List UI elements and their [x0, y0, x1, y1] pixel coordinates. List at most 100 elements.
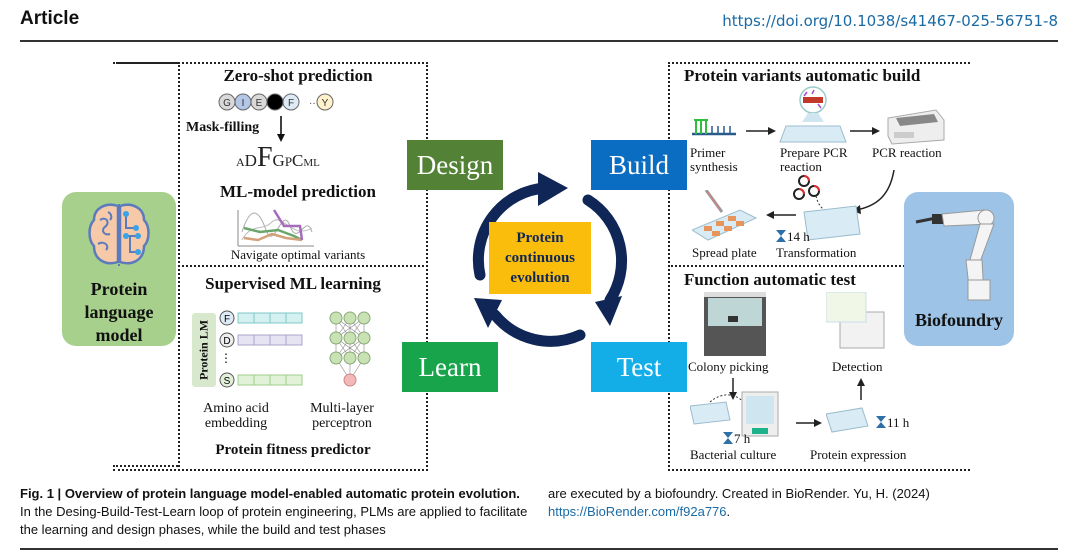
neuron [329, 311, 343, 325]
doi-link[interactable]: https://doi.org/10.1038/s41467-025-56751… [722, 12, 1058, 30]
section-title: Article [20, 8, 80, 29]
plasmid-icon [793, 175, 820, 200]
up-arrow-icon [857, 378, 865, 400]
token-label: F [224, 314, 230, 325]
logo-letter: L [313, 157, 320, 169]
caption-fig-label: Fig. 1 | [20, 486, 65, 501]
protein-lm-block: Protein LM [192, 313, 216, 387]
left-frame-bottom-ext [113, 465, 178, 467]
plm-label-line1: Protein [90, 279, 148, 299]
embedding-cell [269, 334, 287, 346]
embedding-cell [269, 312, 287, 324]
embedding-cell [253, 312, 271, 324]
embedding-cell [285, 312, 303, 324]
plm-label: Protein language model [62, 278, 176, 347]
prepare-pcr-label-line1: Prepare PCR [780, 145, 848, 160]
prepare-pcr-label-line2: reaction [780, 158, 822, 174]
mlp-icon [329, 311, 371, 387]
amino-acid-token [316, 93, 334, 111]
build-test-divider [668, 265, 968, 267]
arrow-icon [766, 211, 796, 219]
figure-1: Protein language model Zero-shot predict… [62, 62, 1014, 471]
amino-acid-token-label: F [288, 98, 294, 109]
neuron [329, 351, 343, 365]
token-label: D [223, 336, 230, 347]
center-line1: Protein [516, 230, 564, 246]
caption-end: . [726, 504, 731, 519]
embedding-cell [285, 334, 303, 346]
figure-caption-col2: are executed by a biofoundry. Created in… [548, 485, 1028, 521]
test-panel-title: Function automatic test [684, 270, 856, 289]
token-circle [219, 310, 235, 326]
pcr-plate-icon [779, 86, 847, 143]
embedding-label: Amino acid embedding [196, 401, 276, 431]
caption-body-part1: In the Desing-Build-Test-Learn loop of p… [20, 504, 528, 537]
hourglass-icon [723, 432, 733, 444]
neuron [343, 351, 357, 365]
build-step: Build [591, 140, 687, 190]
amino-acid-token-label: E [256, 98, 263, 109]
brain-icon [88, 203, 150, 266]
center-line3: evolution [510, 270, 570, 286]
primer-label: Primer synthesis [690, 146, 738, 173]
neuron [329, 331, 343, 345]
left-frame-top-ext [113, 62, 178, 64]
caption-body-part2: are executed by a biofoundry. Created in… [548, 486, 930, 501]
bacterial-time: 7 h [734, 431, 751, 446]
transformation-label: Transformation [776, 245, 857, 260]
colony-picking-label: Colony picking [688, 359, 769, 374]
plm-label-line3: model [95, 325, 143, 345]
ellipsis: ⋮ [220, 351, 232, 365]
spread-plate-label: Spread plate [692, 245, 757, 260]
prepare-pcr-label: Prepare PCR reaction [780, 146, 848, 173]
arrow-icon [796, 419, 822, 427]
transformation-plate-icon [803, 196, 861, 241]
left-frame-edge [178, 62, 180, 467]
zero-shot-title: Zero-shot prediction [223, 66, 373, 85]
footer-divider [20, 548, 1058, 550]
mask-filling-label: Mask-filling [186, 120, 260, 135]
arrowhead-icon [474, 298, 502, 328]
logo-letter: D [244, 151, 257, 170]
design-learn-divider [178, 265, 428, 267]
ml-model-title: ML-model prediction [220, 182, 376, 201]
plm-label-line2: language [84, 302, 154, 322]
fitness-landscape-icon [237, 209, 314, 247]
transformation-time: 14 h [787, 229, 810, 244]
expression-time: 11 h [887, 415, 910, 430]
protein-expression-label: Protein expression [810, 447, 907, 462]
logo-letter: F [256, 142, 273, 173]
biorender-link[interactable]: https://BioRender.com/f92a776 [548, 504, 727, 519]
incubator-icon [690, 391, 779, 437]
hourglass-icon [776, 230, 786, 242]
amino-acid-token-label: G [223, 98, 231, 109]
arrowhead-icon [538, 172, 568, 206]
logo-letter: A [236, 155, 245, 169]
spread-plate-icon [692, 190, 758, 241]
output-neuron [343, 373, 357, 387]
neuron [357, 351, 371, 365]
protein-lm-label: Protein LM [196, 319, 211, 381]
supervised-title: Supervised ML learning [205, 274, 381, 293]
center-line2: continuous [504, 250, 576, 266]
embedding-cell [253, 334, 271, 346]
token-label: S [224, 376, 231, 387]
mlp-label-line1: Multi-layer [310, 401, 374, 416]
primer-icon [692, 119, 736, 136]
arrow-icon [850, 127, 880, 135]
biofoundry-label: Biofoundry [914, 310, 1004, 330]
arrow-test-to-learn [489, 309, 586, 347]
figure-caption: Fig. 1 | Overview of protein language mo… [20, 485, 530, 539]
neuron [357, 331, 371, 345]
bacterial-culture-label: Bacterial culture [690, 447, 777, 462]
embedding-cell [253, 374, 271, 386]
plm-box: Protein language model [62, 192, 176, 346]
mlp-label-line2: perceptron [312, 415, 372, 431]
plate-reader-icon [826, 292, 885, 349]
learn-step: Learn [402, 342, 498, 392]
neuron [343, 331, 357, 345]
embedding-diagram: FD ⋮ S [219, 310, 303, 388]
robot-arm-icon [915, 209, 995, 301]
logo-letter: G [272, 151, 285, 170]
